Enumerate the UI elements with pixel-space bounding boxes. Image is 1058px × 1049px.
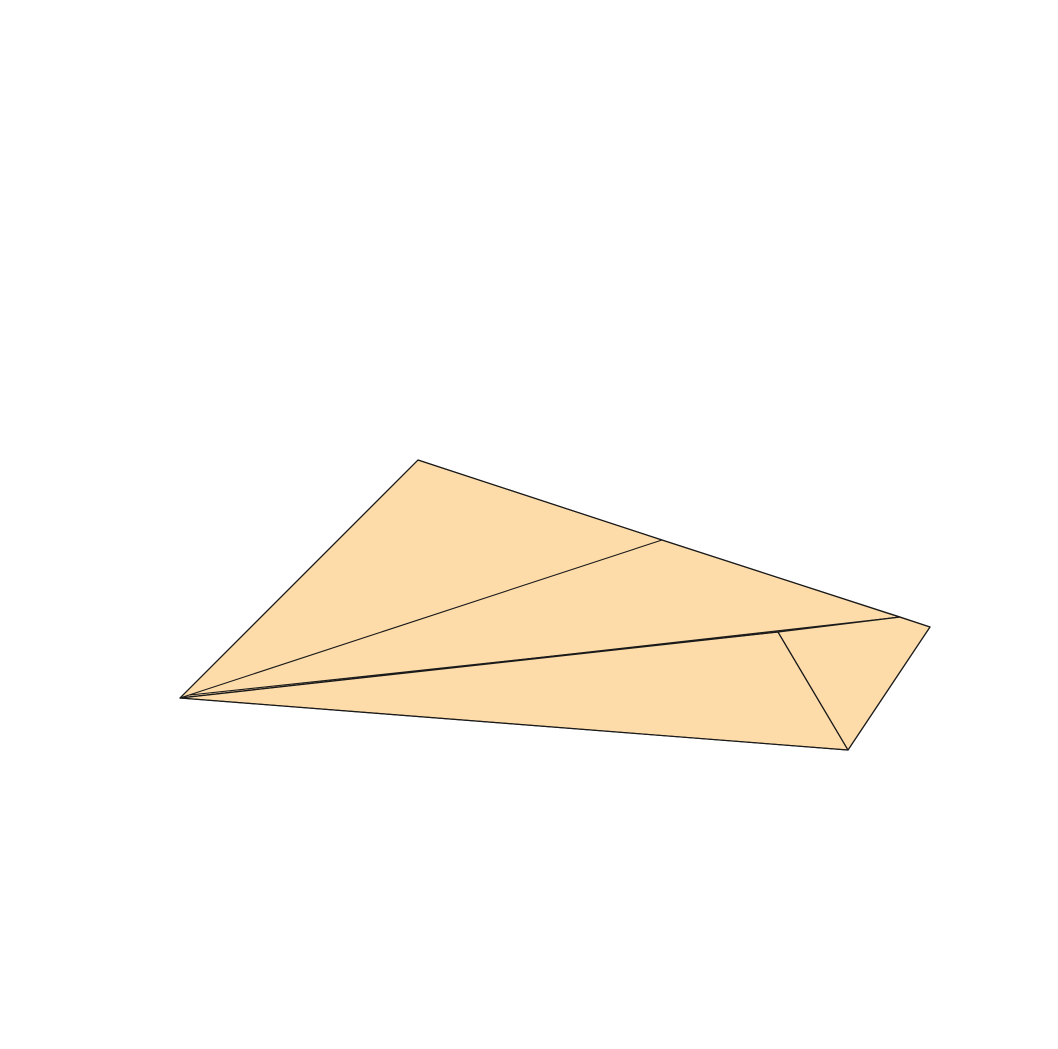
tip-fold-line xyxy=(777,631,849,751)
crease-line-lower xyxy=(189,631,779,696)
top-edge xyxy=(179,459,931,751)
crease-line-upper xyxy=(179,539,663,699)
